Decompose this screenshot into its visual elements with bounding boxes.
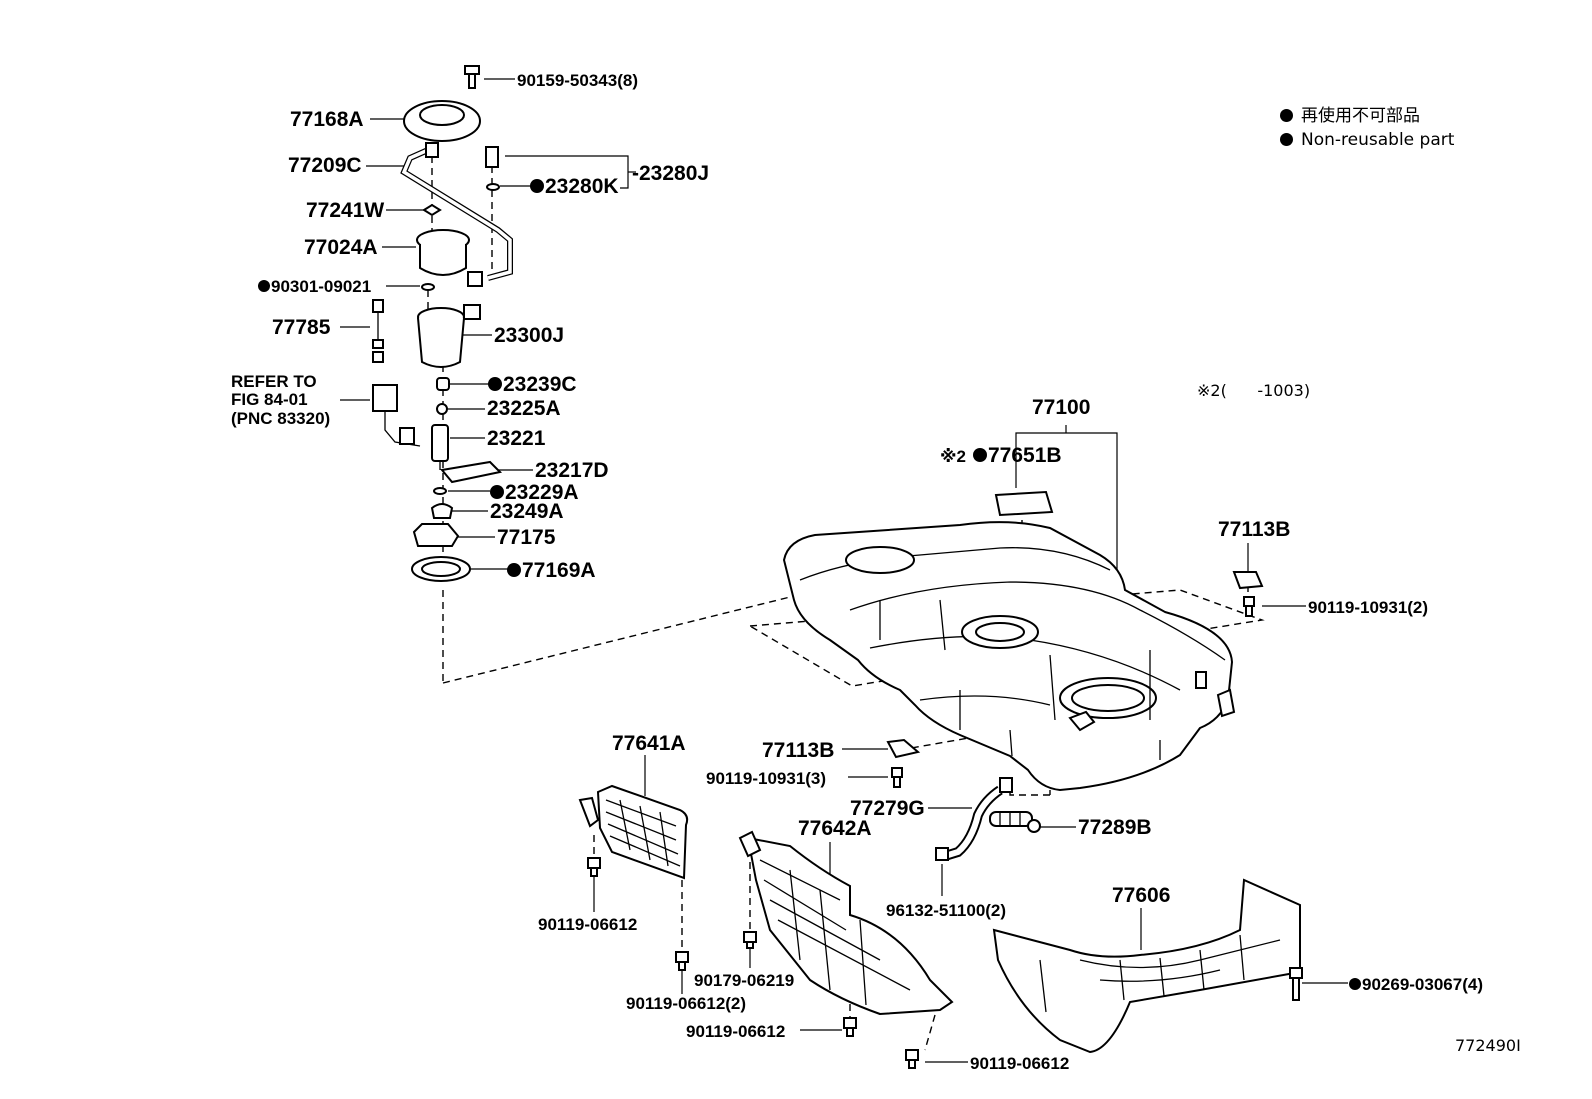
non-reusable-dot-icon: [258, 280, 270, 292]
retainer-77168a: [403, 100, 481, 142]
part-label: 77113B: [1218, 518, 1290, 541]
bolt-90119-10931-right: [1243, 596, 1255, 617]
small-bolts: [587, 857, 1303, 1069]
part-label: 77024A: [304, 236, 378, 259]
part-label: 96132-51100(2): [886, 901, 1006, 920]
legend-item-jp: 再使用不可部品: [1280, 104, 1454, 128]
part-label: 77113B: [762, 739, 834, 762]
part-label: 77642A: [798, 817, 872, 840]
connector-23280j: [485, 146, 500, 191]
pump-top-77024a: [416, 229, 483, 287]
filter-23300j: [417, 304, 481, 368]
bullet-icon: [1280, 109, 1293, 122]
pump-23221: [431, 424, 449, 470]
part-label: 90119-06612(2): [626, 994, 746, 1013]
part-label: 23239C: [503, 373, 577, 396]
part-label: 77289B: [1078, 816, 1152, 839]
part-label: 90269-03067(4): [1362, 975, 1483, 994]
part-label: 77241W: [306, 199, 384, 222]
bracket-77113b-left: [886, 738, 921, 759]
part-label: 77209C: [288, 154, 362, 177]
non-reusable-dot-icon: [507, 563, 521, 577]
legend: 再使用不可部品 Non-reusable part: [1280, 104, 1454, 152]
figure-id: 772490I: [1455, 1036, 1521, 1055]
part-label: 90119-06612: [970, 1054, 1069, 1073]
part-label: -23280J: [632, 162, 709, 185]
part-label: 77100: [1032, 396, 1090, 419]
gasket-77241w: [422, 203, 442, 217]
part-label: 77606: [1112, 884, 1170, 907]
non-reusable-dot-icon: [1349, 978, 1361, 990]
part-number-labels: 90159-50343(8) 77168A 77209C -23280J 23280K 7…: [231, 71, 1483, 1073]
part-label: 90119-06612: [538, 915, 637, 934]
leader-lines: [340, 78, 1348, 1063]
part-label: 90159-50343(8): [517, 71, 638, 90]
ring-23239c: [436, 377, 450, 391]
part-label: FIG 84-01: [231, 390, 308, 409]
applicability-note: ※2( -1003): [1197, 381, 1311, 400]
protector-77642a: [738, 830, 954, 1016]
bolt-90119-10931-left: [891, 767, 903, 788]
part-label: 77175: [497, 526, 556, 549]
label-pad-77651b: [994, 490, 1054, 517]
part-label: 23280K: [545, 175, 619, 198]
non-reusable-dot-icon: [488, 377, 502, 391]
bullet-icon: [1280, 133, 1293, 146]
part-label: 90119-10931(2): [1308, 598, 1428, 617]
ring-23225a: [436, 403, 448, 415]
non-reusable-dot-icon: [490, 485, 504, 499]
non-reusable-dot-icon: [973, 448, 987, 462]
part-label: 90119-10931(3): [706, 769, 826, 788]
strainer-23217d: [440, 460, 503, 484]
part-label: 77168A: [290, 108, 364, 131]
clip-23249a: [430, 503, 454, 519]
wire-77785: [372, 299, 384, 363]
part-label: 23225A: [487, 397, 561, 420]
part-label: 90119-06612: [686, 1022, 785, 1041]
part-label: 23249A: [490, 500, 564, 523]
part-label: (PNC 83320): [231, 409, 330, 428]
part-label: 23217D: [535, 459, 609, 482]
protector-77641a: [578, 784, 689, 880]
part-label: 77279G: [850, 797, 925, 820]
sender-unit: [372, 384, 421, 447]
part-label: 77169A: [522, 559, 596, 582]
bracket-77175: [412, 523, 460, 547]
clamp-77289b: [989, 811, 1041, 833]
part-label: 90179-06219: [694, 971, 794, 990]
bracket-77113b-right: [1232, 571, 1264, 590]
part-label: 23229A: [505, 481, 579, 504]
part-label: 77785: [272, 316, 331, 339]
part-label: 77641A: [612, 732, 686, 755]
legend-text-en: Non-reusable part: [1301, 130, 1455, 150]
non-reusable-dot-icon: [530, 179, 544, 193]
part-label: ※2: [940, 447, 966, 466]
part-label: 77651B: [988, 444, 1062, 467]
fuel-tank-77100: [782, 521, 1236, 792]
part-label: REFER TO: [231, 372, 317, 391]
part-label: 23300J: [494, 324, 564, 347]
gasket-77169a: [411, 556, 471, 582]
fuel-pump-assembly: [372, 65, 513, 582]
oring-23229a: [433, 487, 447, 495]
part-label: 90301-09021: [271, 277, 371, 296]
part-label: 23221: [487, 427, 546, 450]
bolt-90159: [464, 65, 480, 89]
legend-item-en: Non-reusable part: [1280, 128, 1454, 152]
legend-text-jp: 再使用不可部品: [1301, 106, 1420, 126]
oring-90301: [421, 283, 435, 291]
